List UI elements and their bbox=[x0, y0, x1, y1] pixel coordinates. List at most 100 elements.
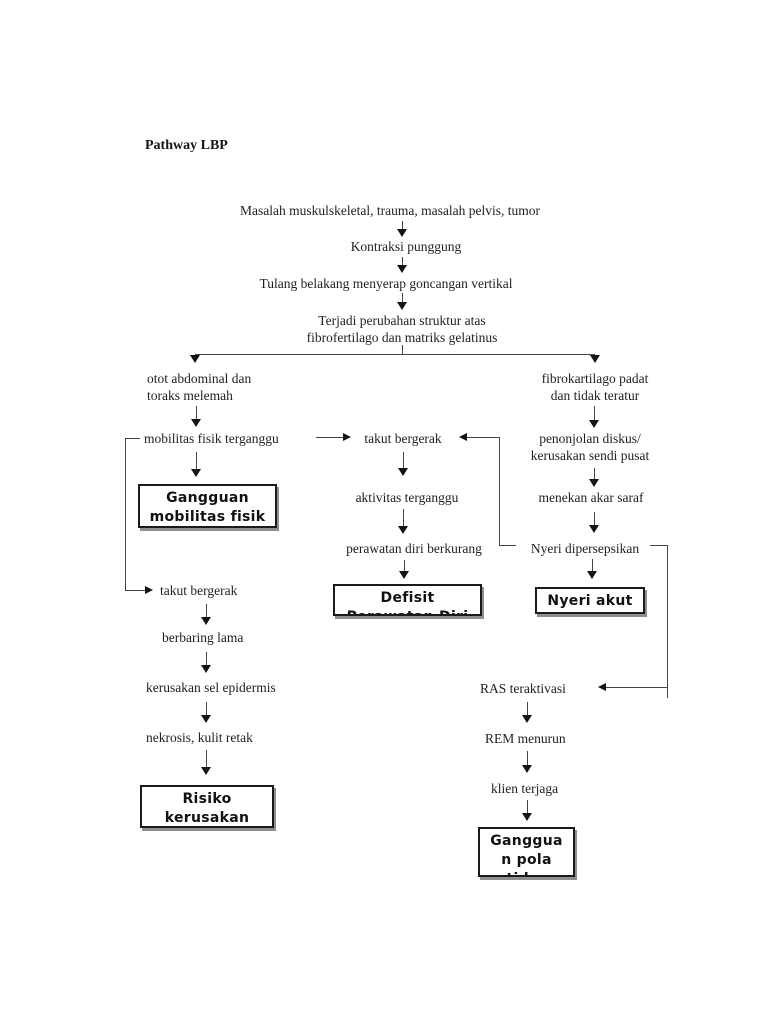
box-gangguan-mobilitas-line2: mobilitas fisik bbox=[149, 509, 266, 525]
node-perubahan-struktur: Terjadi perubahan struktur atas fibrofer… bbox=[307, 313, 498, 346]
connector-line bbox=[403, 452, 404, 469]
connector-line bbox=[316, 437, 343, 438]
connector-line bbox=[650, 545, 667, 546]
node-nyeri-dipersepsikan: Nyeri dipersepsikan bbox=[530, 541, 640, 556]
arrow-down-icon bbox=[522, 813, 532, 821]
arrow-right-icon bbox=[145, 586, 153, 594]
box-nyeri-akut-line1: Nyeri akut bbox=[547, 593, 633, 609]
box-defisit-line1: Defisit bbox=[380, 590, 435, 606]
box-gangguan-tidur-line3: tidur bbox=[480, 870, 573, 875]
node-kontraksi-punggung: Kontraksi punggung bbox=[350, 239, 462, 254]
node-berbaring-lama: berbaring lama bbox=[162, 630, 244, 645]
connector-line bbox=[195, 354, 595, 355]
connector-line bbox=[527, 800, 528, 814]
arrow-right-icon bbox=[343, 433, 351, 441]
arrow-down-icon bbox=[398, 468, 408, 476]
connector-line bbox=[126, 438, 140, 439]
connector-line bbox=[594, 468, 595, 480]
node-penonjolan-diskus: penonjolan diskus/ kerusakan sendi pusat bbox=[531, 431, 649, 464]
connector-line bbox=[500, 545, 516, 546]
node-ras-teraktivasi: RAS teraktivasi bbox=[480, 681, 566, 696]
node-kerusakan-sel-epidermis: kerusakan sel epidermis bbox=[146, 680, 276, 695]
arrow-down-icon bbox=[590, 355, 600, 363]
arrow-down-icon bbox=[201, 617, 211, 625]
connector-line bbox=[196, 406, 197, 420]
box-risiko-line1: Risiko bbox=[182, 791, 232, 807]
connector-line bbox=[667, 545, 668, 698]
box-gangguan-pola-tidur: Ganggua n pola tidur bbox=[478, 827, 575, 877]
connector-line bbox=[402, 293, 403, 303]
node-otot-abdominal-line2: toraks melemah bbox=[147, 387, 233, 403]
node-perubahan-struktur-line2: fibrofertilago dan matriks gelatinus bbox=[306, 329, 498, 345]
node-fibrokartilago-line1: fibrokartilago padat bbox=[541, 371, 649, 386]
node-perubahan-struktur-line1: Terjadi perubahan struktur atas bbox=[318, 313, 486, 328]
node-fibrokartilago: fibrokartilago padat dan tidak teratur bbox=[542, 371, 649, 404]
arrow-down-icon bbox=[190, 355, 200, 363]
connector-line bbox=[196, 452, 197, 470]
node-penonjolan-diskus-line1: penonjolan diskus/ bbox=[539, 431, 641, 446]
box-nyeri-akut: Nyeri akut bbox=[535, 587, 645, 614]
arrow-down-icon bbox=[522, 715, 532, 723]
connector-line bbox=[206, 750, 207, 768]
arrow-down-icon bbox=[397, 302, 407, 310]
node-otot-abdominal: otot abdominal dan toraks melemah bbox=[147, 371, 251, 404]
connector-line bbox=[206, 604, 207, 618]
node-takut-bergerak-tengah: takut bergerak bbox=[364, 431, 442, 446]
box-defisit-line2: Perawatan Diri bbox=[335, 608, 480, 614]
arrow-down-icon bbox=[589, 525, 599, 533]
box-gangguan-tidur-line1: Ganggua bbox=[490, 833, 563, 849]
arrow-down-icon bbox=[397, 265, 407, 273]
node-menekan-akar-saraf: menekan akar saraf bbox=[538, 490, 644, 505]
arrow-down-icon bbox=[397, 229, 407, 237]
connector-line bbox=[126, 590, 145, 591]
connector-line bbox=[527, 702, 528, 716]
connector-line bbox=[206, 702, 207, 716]
arrow-down-icon bbox=[587, 571, 597, 579]
arrow-down-icon bbox=[201, 767, 211, 775]
node-takut-bergerak-kiri: takut bergerak bbox=[160, 583, 238, 598]
arrow-down-icon bbox=[589, 420, 599, 428]
connector-line bbox=[467, 437, 500, 438]
node-mobilitas-fisik: mobilitas fisik terganggu bbox=[144, 431, 279, 446]
node-rem-menurun: REM menurun bbox=[485, 731, 566, 746]
connector-line bbox=[594, 512, 595, 526]
node-perawatan-diri-berkurang: perawatan diri berkurang bbox=[346, 541, 482, 556]
connector-line bbox=[606, 687, 667, 688]
arrow-down-icon bbox=[191, 469, 201, 477]
arrow-down-icon bbox=[201, 715, 211, 723]
connector-line bbox=[594, 406, 595, 421]
connector-line bbox=[206, 652, 207, 666]
arrow-down-icon bbox=[398, 526, 408, 534]
arrow-down-icon bbox=[191, 419, 201, 427]
node-otot-abdominal-line1: otot abdominal dan bbox=[147, 371, 252, 386]
node-nekrosis-kulit-retak: nekrosis, kulit retak bbox=[146, 730, 253, 745]
node-klien-terjaga: klien terjaga bbox=[491, 781, 559, 796]
box-risiko-line2: kerusakan bbox=[164, 810, 250, 826]
box-defisit-perawatan-diri: Defisit Perawatan Diri bbox=[333, 584, 482, 616]
arrow-down-icon bbox=[399, 571, 409, 579]
connector-line bbox=[499, 437, 500, 546]
node-tulang-belakang: Tulang belakang menyerap goncangan verti… bbox=[259, 276, 513, 291]
box-gangguan-mobilitas-line1: Gangguan bbox=[166, 490, 249, 506]
page-title: Pathway LBP bbox=[145, 138, 228, 153]
node-aktivitas-terganggu: aktivitas terganggu bbox=[355, 490, 459, 505]
box-gangguan-mobilitas-fisik: Gangguan mobilitas fisik bbox=[138, 484, 277, 528]
arrow-left-icon bbox=[459, 433, 467, 441]
node-masalah-muskulskeletal: Masalah muskulskeletal, trauma, masalah … bbox=[240, 203, 540, 218]
connector-line bbox=[592, 559, 593, 572]
node-fibrokartilago-line2: dan tidak teratur bbox=[550, 387, 640, 403]
node-penonjolan-diskus-line2: kerusakan sendi pusat bbox=[530, 447, 650, 463]
connector-line bbox=[402, 257, 403, 266]
connector-line bbox=[402, 221, 403, 230]
arrow-left-icon bbox=[598, 683, 606, 691]
arrow-down-icon bbox=[201, 665, 211, 673]
arrow-down-icon bbox=[522, 765, 532, 773]
box-gangguan-tidur-line2: n pola bbox=[501, 852, 552, 868]
connector-line bbox=[404, 560, 405, 572]
connector-line bbox=[527, 751, 528, 766]
connector-line bbox=[402, 345, 403, 354]
arrow-down-icon bbox=[589, 479, 599, 487]
box-risiko-kerusakan: Risiko kerusakan bbox=[140, 785, 274, 828]
connector-line bbox=[125, 438, 126, 591]
